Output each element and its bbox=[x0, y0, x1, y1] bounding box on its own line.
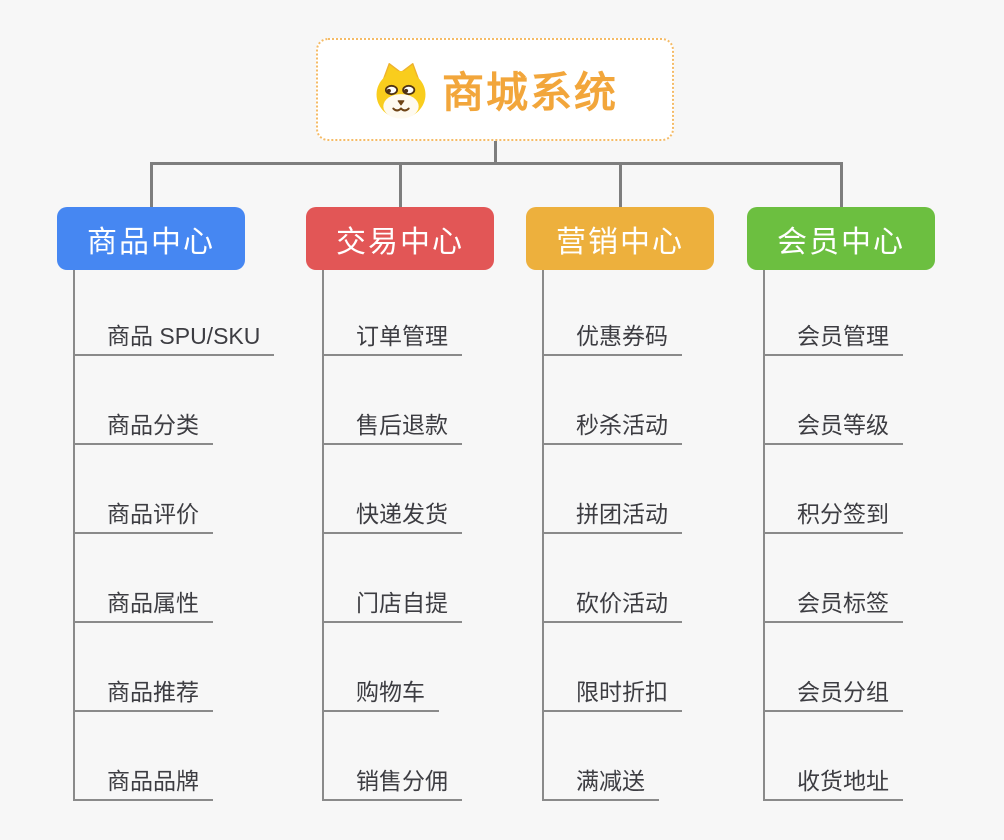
branch-node-label: 商品中心 bbox=[87, 225, 215, 259]
topic-product-center-2[interactable]: 商品分类 bbox=[73, 407, 213, 445]
topic-member-center-5[interactable]: 会员分组 bbox=[763, 674, 903, 712]
topic-marketing-center-4[interactable]: 砍价活动 bbox=[542, 585, 682, 623]
topic-trade-center-1[interactable]: 订单管理 bbox=[322, 318, 462, 356]
branch-node-marketing-center[interactable]: 营销中心 bbox=[526, 207, 714, 270]
topic-marketing-center-2[interactable]: 秒杀活动 bbox=[542, 407, 682, 445]
topic-product-center-6[interactable]: 商品品牌 bbox=[73, 763, 213, 801]
connector-drop-trade-center bbox=[398, 162, 402, 207]
topic-marketing-center-3[interactable]: 拼团活动 bbox=[542, 496, 682, 534]
topic-member-center-4[interactable]: 会员标签 bbox=[763, 585, 903, 623]
branch-node-member-center[interactable]: 会员中心 bbox=[747, 207, 935, 270]
connector-bus bbox=[149, 162, 843, 165]
root-node-label: 商城系统 bbox=[441, 69, 618, 116]
topic-trade-center-4[interactable]: 门店自提 bbox=[322, 585, 462, 623]
topic-marketing-center-1[interactable]: 优惠券码 bbox=[542, 318, 682, 356]
topic-marketing-center-6[interactable]: 满减送 bbox=[542, 763, 659, 801]
connector-drop-member-center bbox=[839, 162, 843, 207]
topic-product-center-4[interactable]: 商品属性 bbox=[73, 585, 213, 623]
topic-trade-center-5[interactable]: 购物车 bbox=[322, 674, 439, 712]
topic-trade-center-3[interactable]: 快递发货 bbox=[322, 496, 462, 534]
topic-marketing-center-5[interactable]: 限时折扣 bbox=[542, 674, 682, 712]
connector-root-drop bbox=[493, 141, 497, 162]
topic-trade-center-6[interactable]: 销售分佣 bbox=[322, 763, 462, 801]
topic-member-center-3[interactable]: 积分签到 bbox=[763, 496, 903, 534]
topic-member-center-1[interactable]: 会员管理 bbox=[763, 318, 903, 356]
topic-trade-center-2[interactable]: 售后退款 bbox=[322, 407, 462, 445]
branch-node-label: 会员中心 bbox=[777, 225, 905, 259]
topic-member-center-6[interactable]: 收货地址 bbox=[763, 763, 903, 801]
branch-rail-product-center bbox=[73, 270, 75, 801]
branch-rail-trade-center bbox=[322, 270, 324, 801]
branch-rail-marketing-center bbox=[542, 270, 544, 801]
topic-member-center-2[interactable]: 会员等级 bbox=[763, 407, 903, 445]
connector-drop-product-center bbox=[149, 162, 153, 207]
branch-node-label: 交易中心 bbox=[336, 225, 464, 259]
branch-node-trade-center[interactable]: 交易中心 bbox=[306, 207, 494, 270]
topic-product-center-1[interactable]: 商品 SPU/SKU bbox=[73, 318, 275, 356]
branch-rail-member-center bbox=[763, 270, 765, 801]
root-node-mall-system[interactable]: 商城系统 bbox=[316, 38, 674, 141]
branch-node-label: 营销中心 bbox=[556, 225, 684, 259]
topic-product-center-5[interactable]: 商品推荐 bbox=[73, 674, 213, 712]
connector-drop-marketing-center bbox=[618, 162, 622, 207]
topic-product-center-3[interactable]: 商品评价 bbox=[73, 496, 213, 534]
branch-node-product-center[interactable]: 商品中心 bbox=[57, 207, 245, 270]
dog-icon bbox=[376, 62, 426, 119]
